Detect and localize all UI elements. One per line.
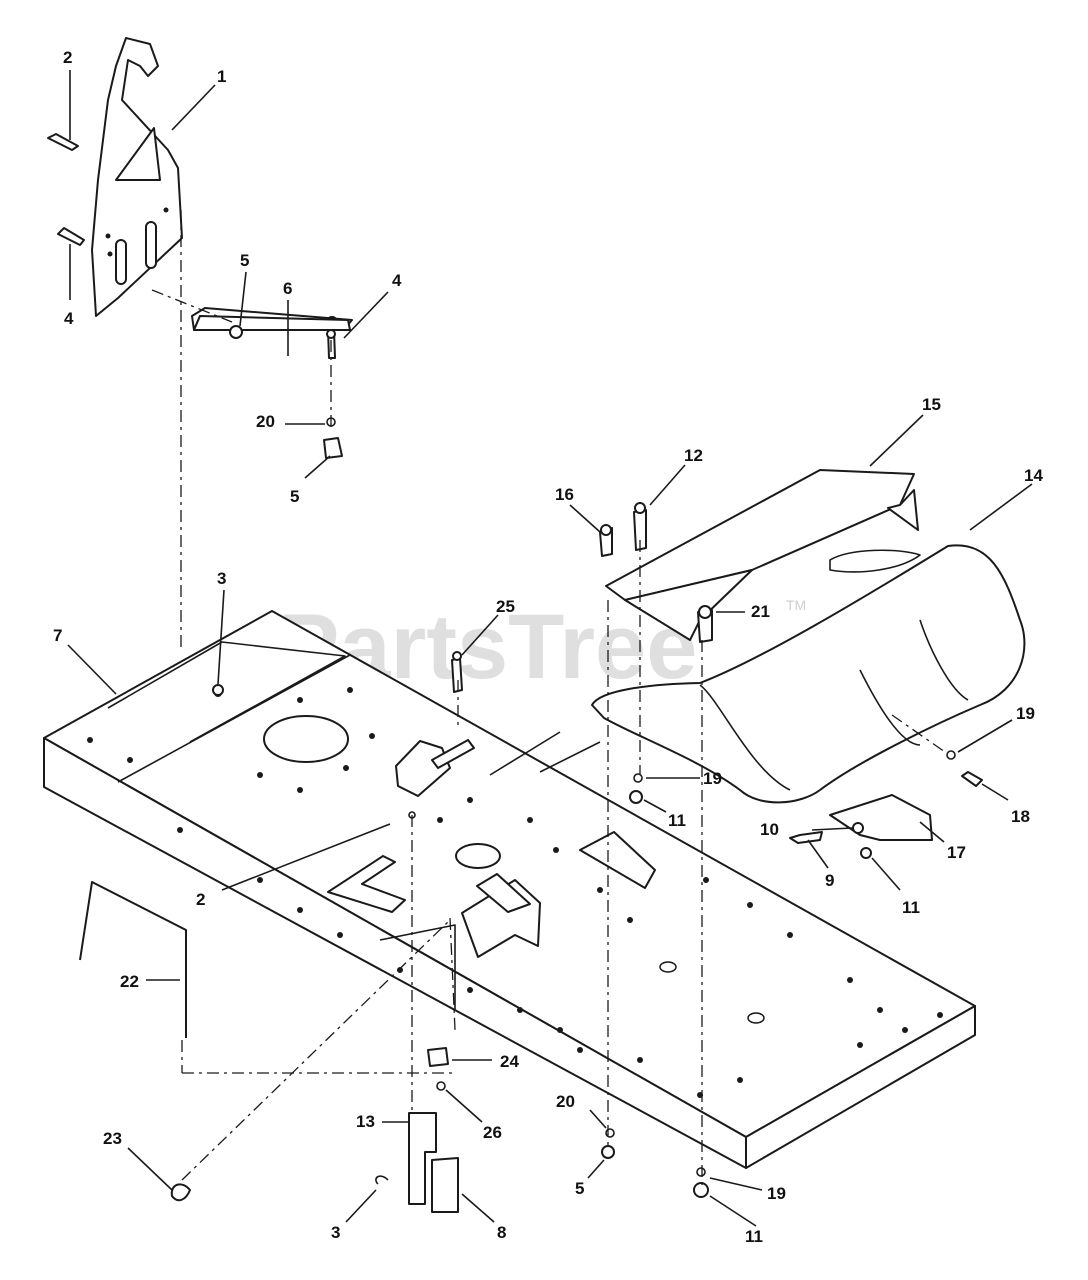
- callout-18: 18: [1011, 807, 1030, 826]
- callout-8: 8: [497, 1223, 506, 1242]
- nut-11-upper: [629, 790, 643, 804]
- callout-4-right: 4: [392, 271, 402, 290]
- part-14-seat: [591, 544, 1026, 804]
- clip-23: [170, 1183, 191, 1202]
- frame-mount-plate: [395, 740, 451, 797]
- callout-16: 16: [555, 485, 574, 504]
- callout-22: 22: [120, 972, 139, 991]
- leader-lines: [67, 70, 1033, 1227]
- washer-20-lower: [605, 1128, 615, 1138]
- callout-7: 7: [53, 626, 62, 645]
- callout-21: 21: [751, 602, 770, 621]
- frame-slot: [431, 739, 475, 769]
- part-24-clip: [427, 1047, 449, 1067]
- callout-17: 17: [947, 843, 966, 862]
- screw-25: [451, 657, 463, 693]
- callout-19-middle: 19: [703, 769, 722, 788]
- main-frame: [43, 610, 976, 1169]
- part-17-bracket: [829, 794, 933, 841]
- callout-19-right: 19: [1016, 704, 1035, 723]
- bracket-triangle-cutout: [115, 127, 161, 181]
- nut-11-right: [860, 847, 872, 859]
- callout-14: 14: [1024, 466, 1043, 485]
- callout-23: 23: [103, 1129, 122, 1148]
- washer-26: [436, 1081, 446, 1091]
- nut-5-lower: [323, 437, 343, 459]
- callout-25: 25: [496, 597, 515, 616]
- part-6-rod: [191, 307, 353, 339]
- callout-12: 12: [684, 446, 703, 465]
- nut-11-lower: [693, 1182, 709, 1198]
- part-15-plate: [605, 469, 919, 641]
- callout-10: 10: [760, 820, 779, 839]
- bushing-5-upper: [229, 325, 243, 339]
- callout-5-lower: 5: [575, 1179, 584, 1198]
- frame-round-hole: [455, 843, 501, 869]
- washer-19-lower: [696, 1167, 706, 1177]
- screw-9: [789, 831, 823, 844]
- part-8-pad: [431, 1157, 459, 1213]
- part-1-bracket: [91, 37, 183, 317]
- callout-11-upper: 11: [668, 811, 686, 830]
- callout-3-lower: 3: [331, 1223, 340, 1242]
- callout-9: 9: [825, 871, 834, 890]
- part-13-strap: [408, 1112, 437, 1205]
- frame-large-hole: [263, 715, 349, 763]
- callout-20-upper: 20: [256, 412, 275, 431]
- nut-10: [852, 822, 864, 834]
- callout-6: 6: [283, 279, 292, 298]
- bracket-slot-a: [115, 239, 127, 285]
- frame-bracket-c: [579, 831, 656, 889]
- clip-3-frame: [212, 684, 224, 696]
- part-22-rod: [79, 881, 187, 1038]
- callout-3-frame: 3: [217, 569, 226, 588]
- alignment-lines: [151, 210, 946, 1185]
- washer-19-upper: [633, 773, 643, 783]
- clip-3-lower: [375, 1175, 389, 1185]
- callout-11-right: 11: [902, 898, 920, 917]
- bracket-slot-b: [145, 221, 157, 269]
- callout-5-upper: 5: [240, 251, 249, 270]
- screw-18: [961, 771, 983, 787]
- callout-19-lower: 19: [767, 1184, 786, 1203]
- callout-4-left: 4: [64, 309, 74, 328]
- callout-2-lower: 2: [196, 890, 205, 909]
- watermark-trademark: TM: [786, 597, 806, 613]
- nut-5-bottom: [601, 1145, 615, 1159]
- callout-11-lower: 11: [745, 1227, 763, 1246]
- frame-bracket-a: [327, 855, 406, 913]
- callout-15: 15: [922, 395, 941, 414]
- screw-2-top: [47, 133, 79, 151]
- frame-bracket-d: [476, 873, 531, 913]
- callout-labels: 2 1 4 5 6 4 20 5 3 7 25 16 12 15 14 21 1…: [53, 48, 1043, 1246]
- callout-20-lower: 20: [556, 1092, 575, 1111]
- callout-24: 24: [500, 1052, 519, 1071]
- callout-5-nut: 5: [290, 487, 299, 506]
- callout-26: 26: [483, 1123, 502, 1142]
- callout-1: 1: [217, 67, 226, 86]
- washer-19-right: [946, 750, 956, 760]
- callout-13: 13: [356, 1112, 375, 1131]
- callout-2-top: 2: [63, 48, 72, 67]
- screw-4-right: [326, 329, 336, 359]
- screw-4-left: [57, 227, 85, 246]
